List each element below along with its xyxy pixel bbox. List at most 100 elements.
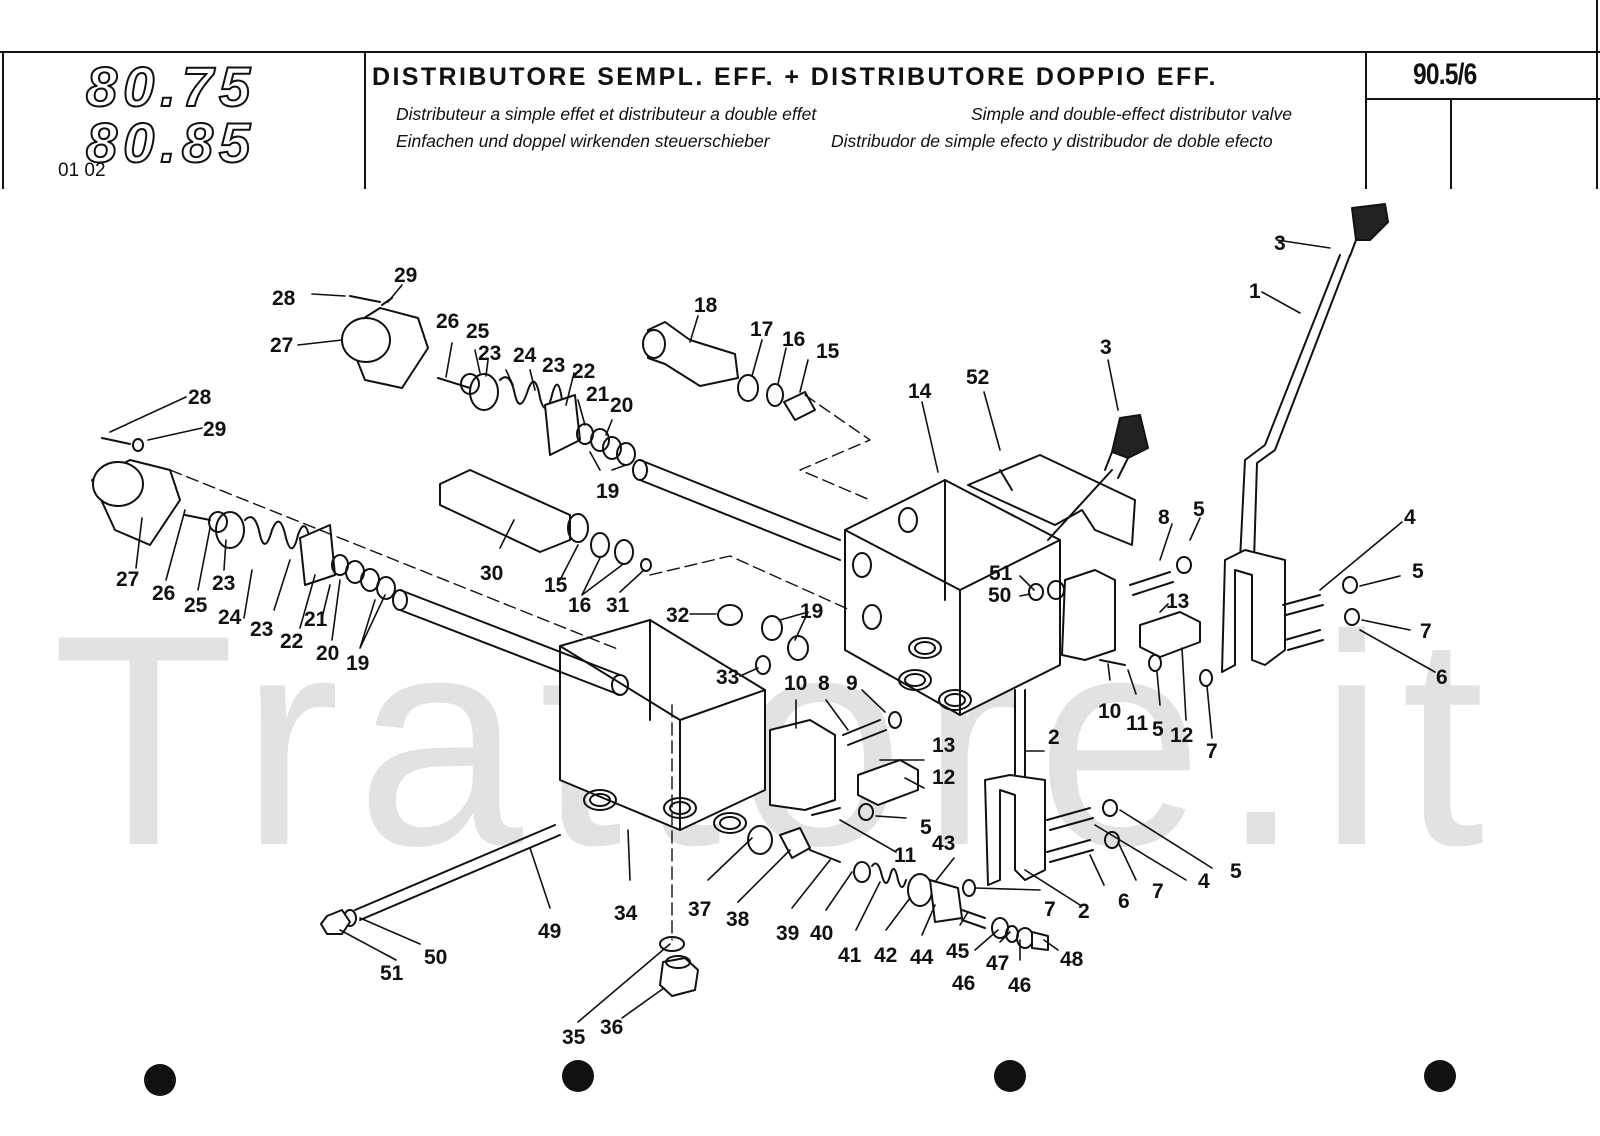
callout-36: 36	[600, 1016, 623, 1039]
callout-16: 16	[782, 328, 805, 351]
callout-5: 5	[1230, 860, 1242, 883]
callout-21: 21	[304, 608, 328, 631]
callout-40: 40	[810, 922, 833, 945]
callout-17: 17	[750, 318, 773, 341]
model-line-2: 80.85	[86, 111, 256, 174]
subtitle-english: Simple and double-effect distributor val…	[971, 104, 1293, 124]
callout-21: 21	[586, 383, 610, 406]
callout-27: 27	[270, 334, 293, 357]
spool-assembly-left	[91, 437, 629, 696]
callout-48: 48	[1060, 948, 1084, 971]
callout-7: 7	[1420, 620, 1432, 643]
callout-44: 44	[910, 946, 934, 969]
callout-19: 19	[346, 652, 369, 675]
callout-41: 41	[838, 944, 862, 967]
spool-30	[439, 469, 652, 572]
model-code: 01 02	[58, 160, 106, 181]
header-top-rule	[0, 51, 1600, 53]
washer-50	[1028, 583, 1044, 601]
callout-34: 34	[614, 902, 638, 925]
header-divider-small	[1450, 100, 1452, 189]
callout-11: 11	[894, 844, 917, 867]
callout-20: 20	[316, 642, 339, 665]
callout-2: 2	[1078, 900, 1090, 923]
callout-3: 3	[1274, 232, 1286, 255]
callout-39: 39	[776, 922, 799, 945]
callout-50: 50	[424, 946, 447, 969]
callout-25: 25	[184, 594, 208, 617]
punch-hole	[994, 1060, 1026, 1092]
oring-33	[755, 655, 771, 675]
callout-28: 28	[272, 287, 296, 310]
spool-assembly-upper	[341, 295, 841, 561]
callout-13: 13	[932, 734, 955, 757]
callout-25: 25	[466, 320, 490, 343]
callout-23: 23	[250, 618, 273, 641]
callout-26: 26	[436, 310, 459, 333]
block-12-rear	[1139, 611, 1201, 658]
callout-27: 27	[116, 568, 139, 591]
callout-23: 23	[212, 572, 235, 595]
callout-6: 6	[1118, 890, 1130, 913]
oring-19-b	[787, 635, 809, 661]
callout-20: 20	[610, 394, 633, 417]
circlip-5-mid	[1148, 654, 1162, 672]
bolt-11-front	[811, 807, 841, 816]
callout-12: 12	[932, 766, 955, 789]
callout-12: 12	[1170, 724, 1193, 747]
callout-37: 37	[688, 898, 711, 921]
pin-6-rear	[1284, 629, 1324, 651]
header-divider-left	[364, 51, 366, 189]
callout-49: 49	[538, 920, 561, 943]
callout-11: 11	[1126, 712, 1149, 735]
callout-7: 7	[1044, 898, 1056, 921]
lever-knob-3-small	[1047, 414, 1149, 541]
nut-51	[1047, 580, 1065, 600]
callout-labels: 29 28 27 26 25 23 24 23 22 21 20 19 18 1…	[116, 232, 1448, 1049]
yoke-2	[984, 689, 1046, 886]
callout-31: 31	[606, 594, 630, 617]
callout-15: 15	[816, 340, 840, 363]
header-divider-right	[1365, 51, 1367, 189]
right-frame-line	[1596, 0, 1598, 189]
plate-10-front	[769, 719, 836, 811]
callout-5: 5	[1193, 498, 1205, 521]
pin-4-rear	[1282, 594, 1324, 616]
callout-24: 24	[513, 344, 537, 367]
assembly-guide-lines	[169, 394, 871, 941]
callout-42: 42	[874, 944, 897, 967]
callout-50: 50	[988, 584, 1011, 607]
subtitle-spanish: Distribudor de simple efecto y distribud…	[831, 131, 1273, 151]
pin-8-rear	[1129, 571, 1174, 596]
callout-46: 46	[952, 972, 975, 995]
circlip-5-rear	[1176, 556, 1192, 574]
relief-valve-chain	[747, 825, 1049, 951]
washer-35	[659, 936, 685, 952]
callout-43: 43	[932, 832, 955, 855]
bracket-52	[967, 454, 1136, 546]
circlip-7-mid	[1199, 669, 1213, 687]
callout-29: 29	[394, 264, 417, 287]
callout-16: 16	[568, 594, 591, 617]
tie-rod-49	[354, 824, 561, 921]
oring-32	[717, 604, 743, 626]
valve-body-14	[844, 479, 1061, 716]
callout-7: 7	[1152, 880, 1164, 903]
callout-4: 4	[1404, 506, 1416, 529]
callout-22: 22	[572, 360, 595, 383]
plate-10-rear	[1061, 569, 1116, 661]
block-12-front	[857, 759, 919, 806]
circlip-5-right	[1342, 576, 1358, 594]
punch-holes	[144, 1060, 1456, 1096]
callout-22: 22	[280, 630, 303, 653]
pageno-underline	[1365, 98, 1600, 100]
callout-45: 45	[946, 940, 970, 963]
bolt-10-rear	[1099, 659, 1126, 666]
washer-7-right	[1344, 608, 1360, 626]
callout-35: 35	[562, 1026, 586, 1049]
callout-51: 51	[989, 562, 1013, 585]
lever-1	[1221, 203, 1389, 673]
callout-52: 52	[966, 366, 989, 389]
callout-2: 2	[1048, 726, 1060, 749]
